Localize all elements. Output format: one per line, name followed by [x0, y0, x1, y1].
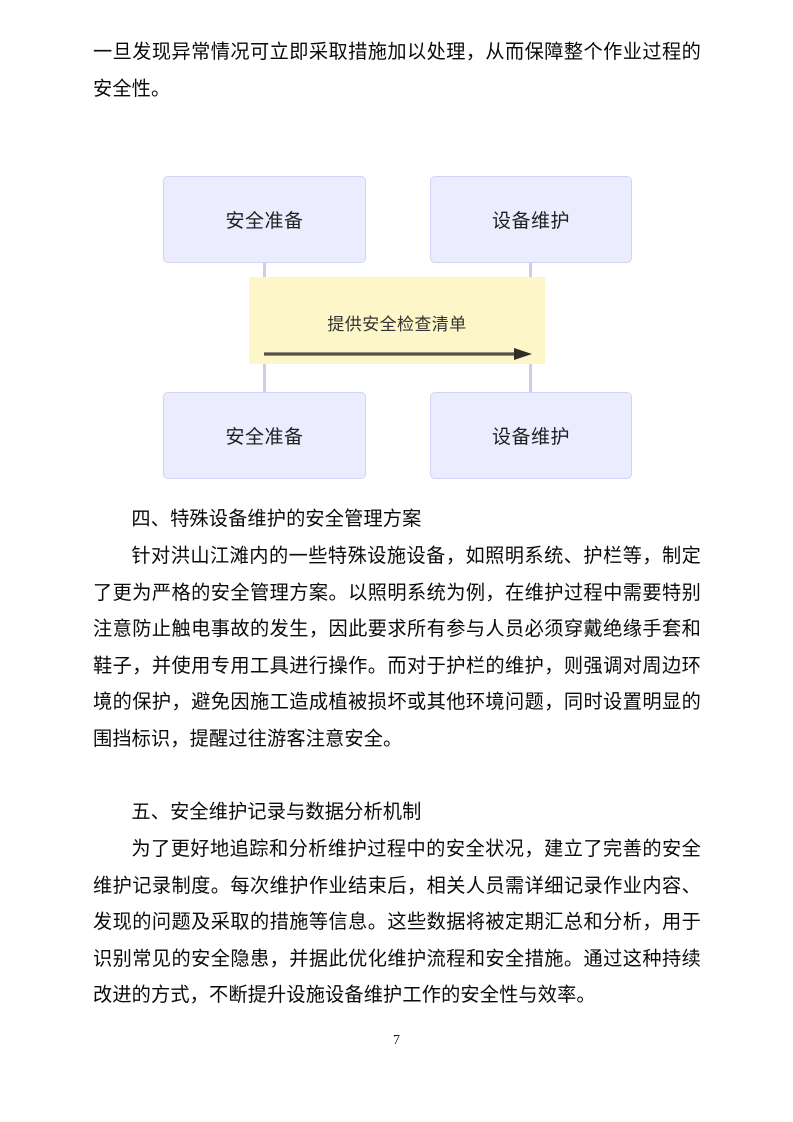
section-heading-five: 五、安全维护记录与数据分析机制	[131, 802, 422, 823]
section-paragraph-four: 针对洪山江滩内的一些特殊设施设备，如照明系统、护栏等，制定了更为严格的安全管理方…	[93, 546, 701, 750]
actor-label: 安全准备	[225, 426, 304, 448]
actor-label: 设备维护	[491, 426, 570, 448]
actor-box-safety-preparation-top: 安全准备	[163, 176, 366, 263]
actor-box-equipment-maintenance-top: 设备维护	[430, 176, 632, 263]
message-label: 提供安全检查清单	[327, 315, 467, 335]
message-highlight-band	[249, 277, 545, 364]
section-heading-four: 四、特殊设备维护的安全管理方案	[131, 509, 422, 530]
message-arrow-icon	[264, 348, 532, 360]
actor-box-equipment-maintenance-bottom: 设备维护	[430, 392, 632, 479]
actor-label: 设备维护	[491, 210, 570, 232]
actor-box-safety-preparation-bottom: 安全准备	[163, 392, 366, 479]
actor-label: 安全准备	[225, 210, 304, 232]
page-number: 7	[393, 1033, 400, 1048]
paragraph-continuation: 一旦发现异常情况可立即采取措施加以处理，从而保障整个作业过程的安全性。	[93, 42, 701, 100]
section-paragraph-five: 为了更好地追踪和分析维护过程中的安全状况，建立了完善的安全维护记录制度。每次维护…	[93, 839, 701, 1006]
